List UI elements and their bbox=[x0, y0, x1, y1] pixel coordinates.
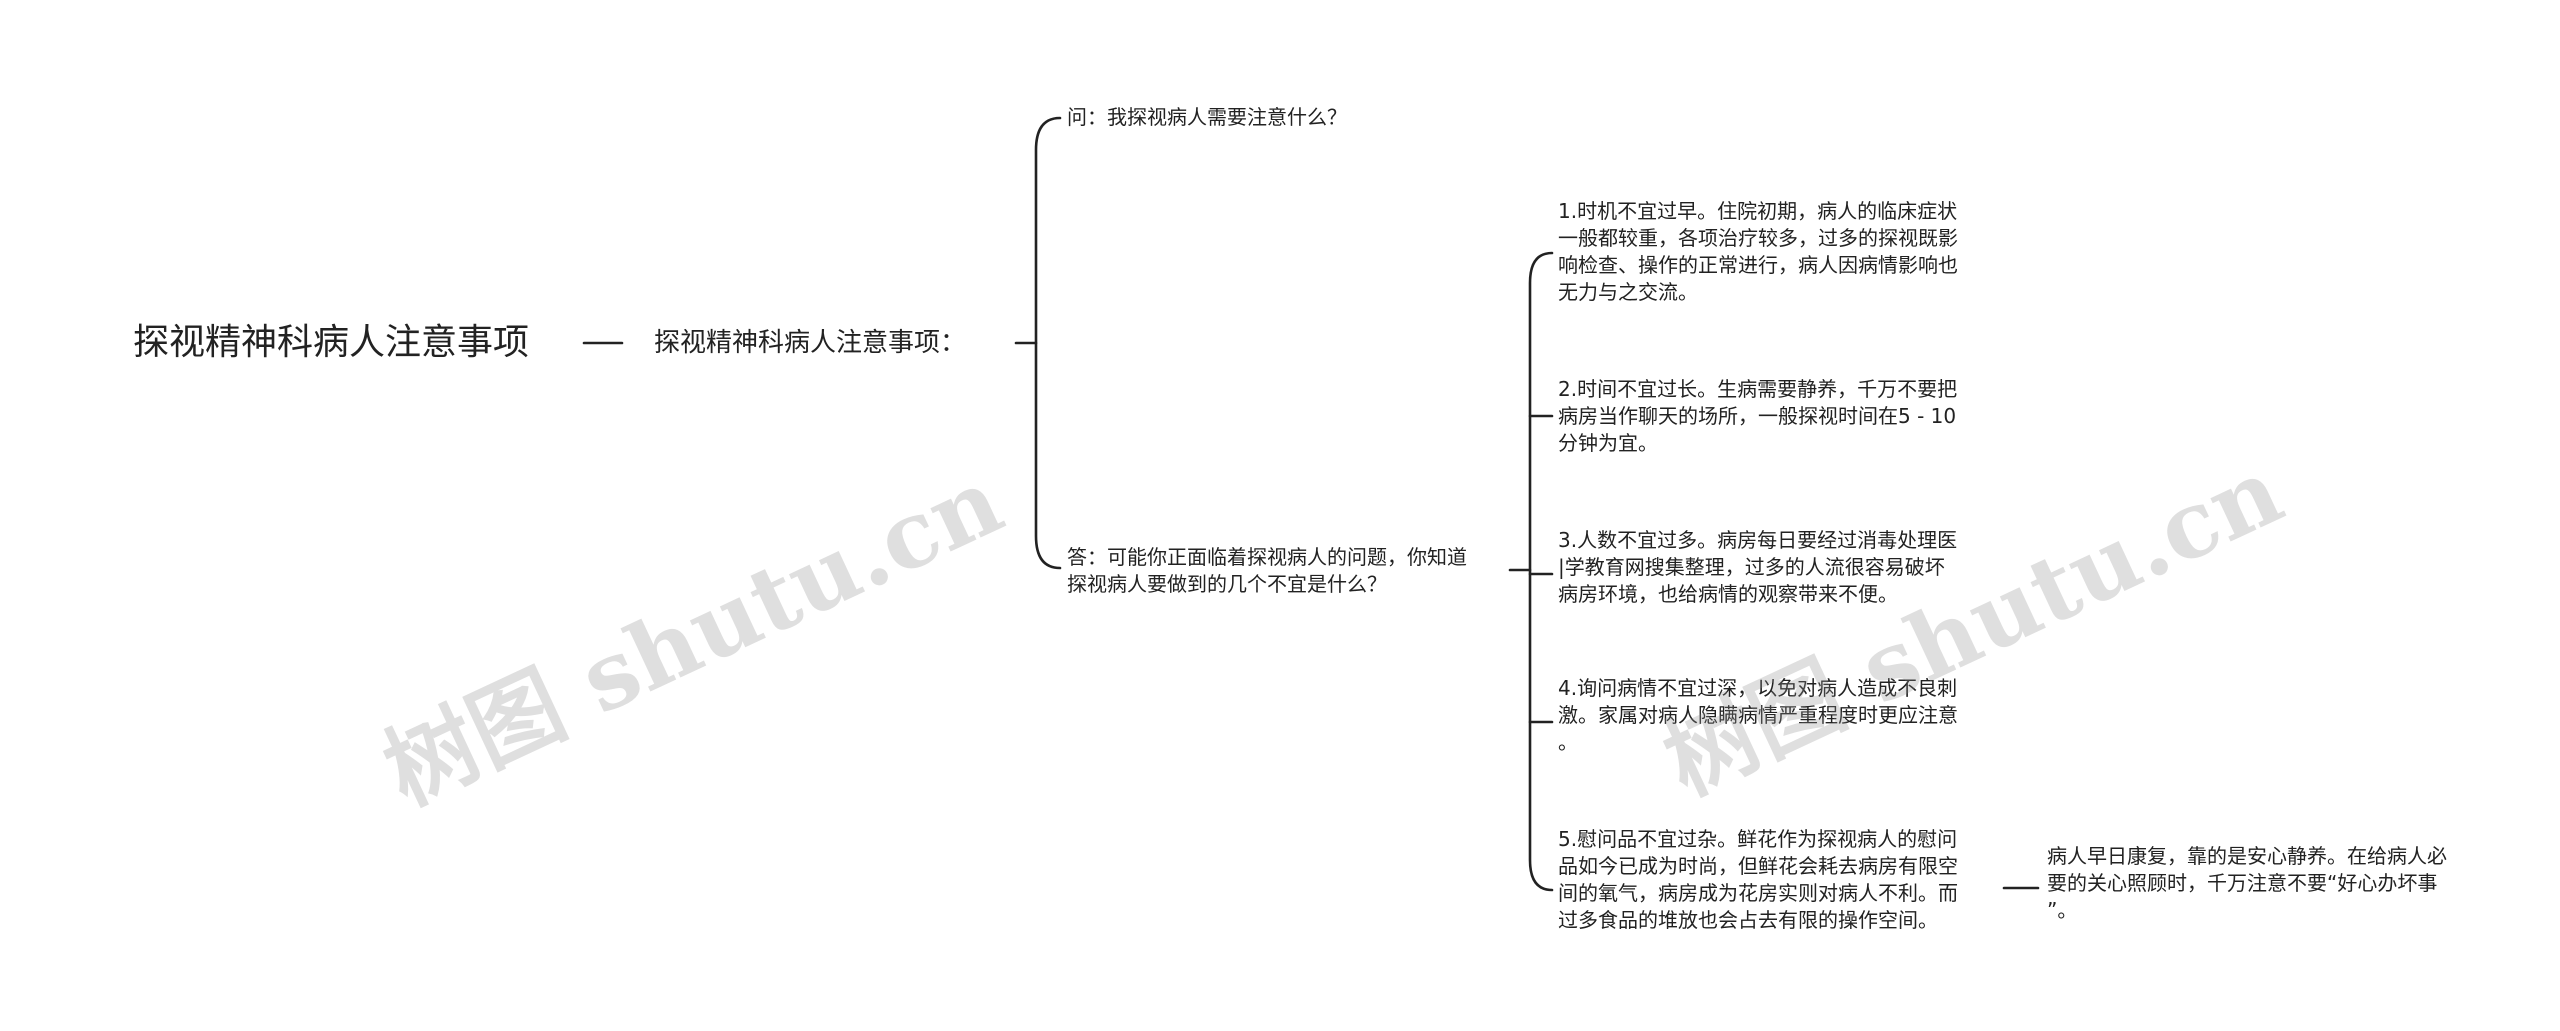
item-node-1[interactable]: 1.时机不宜过早。住院初期，病人的临床症状 一般都较重，各项治疗较多，过多的探视… bbox=[1558, 199, 1958, 304]
item-node-4[interactable]: 4.询问病情不宜过深，以免对病人造成不良刺 激。家属对病人隐瞒病情严重程度时更应… bbox=[1558, 676, 1958, 754]
root-topic[interactable]: 探视精神科病人注意事项 bbox=[133, 322, 530, 363]
qa-bracket bbox=[1034, 116, 1062, 570]
item-node-3[interactable]: 3.人数不宜过多。病房每日要经过消毒处理医 |学教育网搜集整理，过多的人流很容易… bbox=[1558, 528, 1958, 606]
item-node-5[interactable]: 5.慰问品不宜过杂。鲜花作为探视病人的慰问 品如今已成为时尚，但鲜花会耗去病房有… bbox=[1558, 827, 1958, 932]
subtopic-node[interactable]: 探视精神科病人注意事项： bbox=[654, 328, 967, 358]
item5-detail-node[interactable]: 病人早日康复，靠的是安心静养。在给病人必 要的关心照顾时，千万注意不要“好心办坏… bbox=[2047, 844, 2447, 922]
question-node[interactable]: 问：我探视病人需要注意什么？ bbox=[1067, 105, 1347, 129]
item-node-2[interactable]: 2.时间不宜过长。生病需要静养，千万不要把 病房当作聊天的场所，一般探视时间在5… bbox=[1558, 377, 1958, 455]
items-bracket bbox=[1528, 251, 1554, 892]
answer-node[interactable]: 答：可能你正面临着探视病人的问题，你知道 探视病人要做到的几个不宜是什么？ bbox=[1067, 545, 1467, 596]
